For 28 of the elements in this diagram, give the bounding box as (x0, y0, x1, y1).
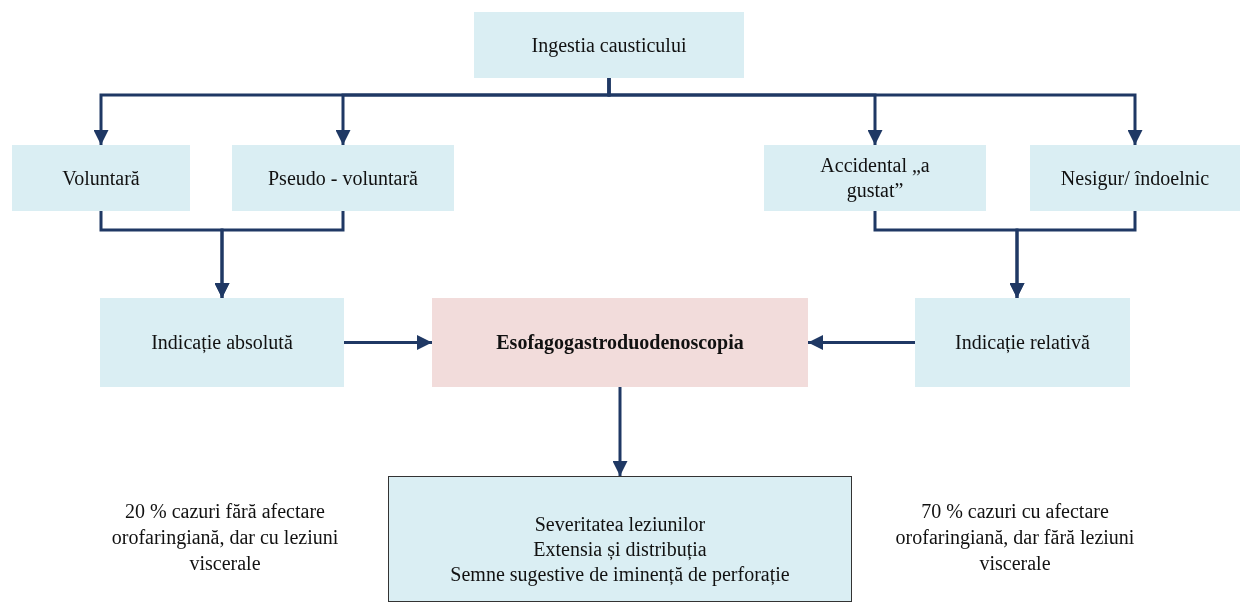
node-text: Extensia și distribuția (533, 537, 707, 562)
category-box (764, 145, 986, 211)
arrow (214, 211, 345, 298)
node-text: Pseudo - voluntară (268, 165, 418, 191)
node-text: Ingestia causticului (531, 32, 687, 58)
node-text: Indicație absolută (151, 330, 293, 355)
node-text: Voluntară (62, 165, 140, 191)
category-box (1030, 145, 1240, 211)
arrow (808, 335, 915, 350)
note-text: 20 % cazuri fără afectare orofaringiană, dar cu leziuni viscerale (110, 499, 340, 576)
note-text: 70 % cazuri cu afectare orofaringiană, dar fără leziuni viscerale (894, 499, 1136, 576)
category-box (12, 145, 190, 211)
node-text: Accidental „a gustat” (819, 153, 931, 203)
arrow (607, 78, 1143, 145)
node-text: Semne sugestive de iminență de perforație (450, 562, 790, 587)
procedure-box (432, 298, 808, 387)
category-box (474, 12, 744, 78)
arrow (1009, 211, 1137, 298)
node-text: Indicație relativă (955, 330, 1090, 355)
node-text: Nesigur/ îndoelnic (1060, 165, 1210, 191)
outcome-box (388, 476, 852, 602)
arrow (612, 387, 628, 476)
node-text: Severitatea leziunilor (534, 512, 706, 537)
arrow (344, 335, 432, 350)
category-box (232, 145, 454, 211)
node-text: Esofagogastroduodenoscopia (496, 330, 744, 355)
category-box (100, 298, 344, 387)
category-box (915, 298, 1130, 387)
